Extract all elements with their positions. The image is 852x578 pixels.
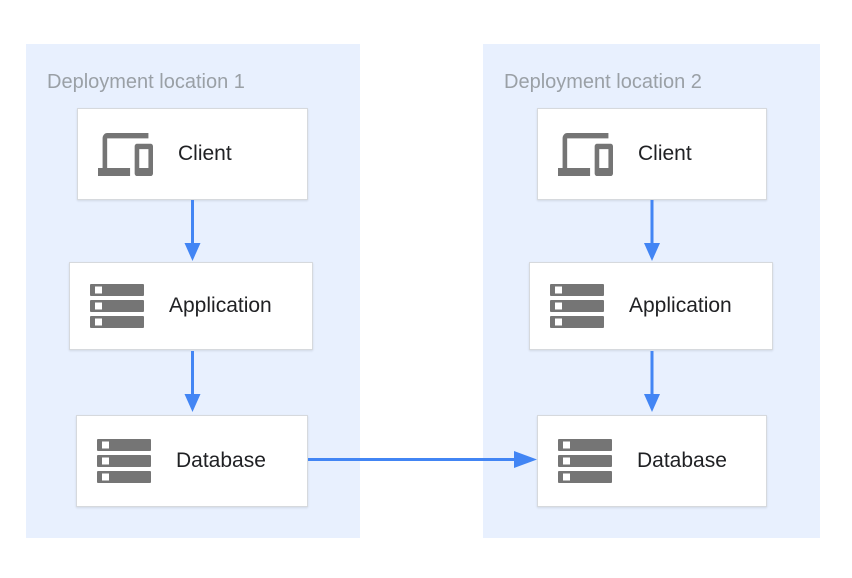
node-label: Database: [176, 449, 266, 472]
server-icon: [550, 284, 604, 328]
node-application-1: Application: [69, 262, 313, 350]
server-icon: [558, 439, 612, 483]
panel-title: Deployment location 1: [47, 71, 245, 93]
node-client-2: Client: [537, 108, 767, 200]
devices-icon: [558, 132, 613, 176]
node-database-1: Database: [76, 415, 308, 507]
server-icon: [90, 284, 144, 328]
node-label: Application: [629, 294, 732, 317]
server-icon: [97, 439, 151, 483]
devices-icon: [98, 132, 153, 176]
deployment-location-2-panel: Deployment location 2 Client: [483, 44, 820, 538]
node-application-2: Application: [529, 262, 773, 350]
node-label: Client: [638, 142, 692, 165]
panel-title: Deployment location 2: [504, 71, 702, 93]
node-label: Application: [169, 294, 272, 317]
node-label: Database: [637, 449, 727, 472]
node-database-2: Database: [537, 415, 767, 507]
node-label: Client: [178, 142, 232, 165]
deployment-location-1-panel: Deployment location 1 Client: [26, 44, 360, 538]
node-client-1: Client: [77, 108, 308, 200]
